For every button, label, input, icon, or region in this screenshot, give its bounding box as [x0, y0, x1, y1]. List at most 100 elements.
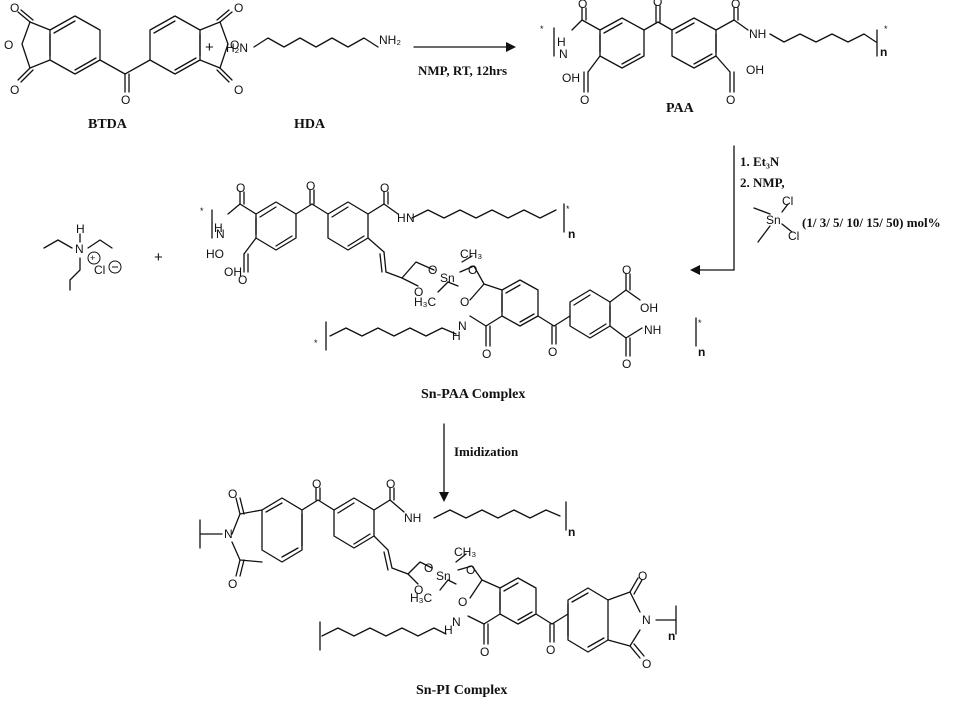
condition-step2-mol: (1/ 3/ 5/ 10/ 15/ 50) mol%	[802, 215, 941, 230]
atom-h: H	[557, 35, 566, 49]
atom-hn: H	[397, 211, 406, 225]
atom-cl: Cl	[788, 229, 799, 243]
sn-pi-structure: N O O O O NH O O Sn CH₃ H₃C O O n H N O …	[199, 477, 677, 671]
condition-step2-line1: 1. Et₃N	[740, 154, 780, 169]
atom-o: O	[468, 263, 477, 277]
atom-o: O	[414, 583, 423, 597]
atom-n-sub: n	[568, 525, 575, 539]
atom-nh: NH	[404, 511, 421, 525]
condition-step3: Imidization	[454, 444, 519, 459]
atom-n: N	[452, 615, 461, 629]
atom-o: O	[578, 0, 587, 11]
atom-star: *	[884, 24, 888, 34]
atom-nh: NH	[749, 27, 766, 41]
atom-o: O	[458, 595, 467, 609]
atom-o: O	[731, 0, 740, 11]
atom-o: O	[653, 0, 662, 9]
dimethyltin-dichloride: Sn Cl Cl	[753, 194, 799, 243]
atom-o: O	[546, 643, 555, 657]
atom-n: N	[458, 319, 467, 333]
atom-cl-minus: Cl	[94, 263, 105, 277]
atom-o: O	[622, 357, 631, 371]
atom-n-sub: n	[568, 227, 575, 241]
plus-sign: +	[154, 249, 163, 266]
atom-oh: OH	[640, 301, 658, 315]
atom-o: O	[228, 577, 237, 591]
atom-n: N	[224, 527, 233, 541]
arrow-step1	[413, 42, 516, 52]
atom-sn: Sn	[440, 271, 455, 285]
arrow-step2	[690, 145, 735, 275]
atom-ho: HO	[206, 247, 224, 261]
hda-structure: H₂N NH₂	[226, 33, 401, 55]
atom-o: O	[638, 569, 647, 583]
atom-h: H	[214, 221, 223, 235]
atom-o: O	[622, 263, 631, 277]
atom-h2n: H₂N	[226, 41, 248, 55]
atom-star: *	[314, 338, 318, 348]
atom-star: *	[540, 24, 544, 34]
atom-o: O	[228, 487, 237, 501]
atom-ch3: CH₃	[454, 545, 476, 559]
triethylammonium-chloride: H N + Cl	[43, 222, 122, 291]
atom-star: *	[698, 318, 702, 328]
atom-o: O	[312, 477, 321, 491]
paa-label: PAA	[666, 101, 695, 116]
atom-o: O	[234, 83, 243, 97]
atom-o: O	[121, 93, 130, 107]
atom-o: O	[460, 295, 469, 309]
btda-label: BTDA	[88, 117, 128, 132]
atom-h3c: H₃C	[414, 295, 437, 309]
sn-pi-label: Sn-PI Complex	[416, 683, 507, 698]
atom-o: O	[580, 93, 589, 107]
atom-o: O	[428, 263, 437, 277]
atom-o: O	[414, 285, 423, 299]
atom-h: H	[76, 222, 85, 236]
atom-h: H	[444, 623, 453, 637]
atom-sn: Sn	[766, 213, 781, 227]
atom-nh2: NH₂	[379, 33, 401, 47]
condition-step1: NMP, RT, 12hrs	[418, 63, 507, 78]
atom-h: H	[452, 329, 461, 343]
atom-ch3: CH₃	[460, 247, 482, 261]
atom-cl: Cl	[782, 194, 793, 208]
atom-o: O	[238, 273, 247, 287]
atom-n: N	[75, 242, 84, 256]
btda-structure: O O O O O O O	[4, 1, 243, 107]
atom-o: O	[548, 345, 557, 359]
atom-sn: Sn	[436, 569, 451, 583]
atom-o: O	[236, 181, 245, 195]
atom-o: O	[480, 645, 489, 659]
atom-n: N	[559, 47, 568, 61]
condition-step2-line2: 2. NMP,	[740, 175, 785, 190]
charge-plus: +	[90, 253, 95, 263]
atom-o: O	[466, 563, 475, 577]
atom-oh: OH	[746, 63, 764, 77]
atom-o: O	[380, 181, 389, 195]
paa-structure: * H N O OH O O O NH OH O * n	[540, 0, 888, 107]
sn-paa-structure: * H N O HO OH O O O H N O O Sn CH₃ H₃C O…	[200, 179, 705, 371]
atom-oh: OH	[224, 265, 242, 279]
atom-o: O	[230, 38, 239, 52]
atom-n: N	[406, 211, 415, 225]
sn-paa-label: Sn-PAA Complex	[421, 387, 525, 402]
atom-h3c: H₃C	[410, 591, 433, 605]
atom-star: *	[200, 206, 204, 216]
atom-o: O	[482, 347, 491, 361]
atom-n-sub: n	[880, 45, 887, 59]
atom-nh: NH	[644, 323, 661, 337]
atom-o: O	[234, 1, 243, 15]
atom-o: O	[642, 657, 651, 671]
plus-sign: +	[205, 39, 214, 56]
atom-o: O	[386, 477, 395, 491]
atom-n-sub: n	[668, 629, 675, 643]
atom-n: N	[642, 613, 651, 627]
arrow-step3	[439, 423, 449, 502]
atom-o: O	[4, 38, 13, 52]
hda-label: HDA	[294, 117, 326, 132]
atom-o: O	[726, 93, 735, 107]
atom-n: N	[216, 227, 225, 241]
atom-o: O	[306, 179, 315, 193]
